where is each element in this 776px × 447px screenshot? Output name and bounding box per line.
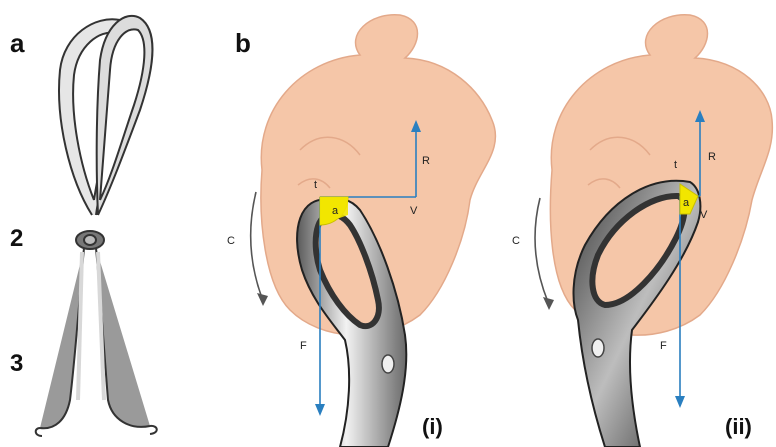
case-ii-diagram: t a R V C F (ii) bbox=[512, 15, 772, 447]
label-a-ii: a bbox=[683, 197, 690, 209]
rotation-arrowhead-C-ii bbox=[543, 297, 554, 310]
panel-a-letter: a bbox=[10, 28, 25, 58]
part-number-3: 3 bbox=[10, 350, 23, 377]
label-F-ii: F bbox=[660, 340, 667, 352]
label-t-i: t bbox=[314, 179, 317, 191]
case-i-diagram: t a R V C F (i) bbox=[227, 15, 495, 447]
label-V-i: V bbox=[410, 205, 418, 217]
label-R-ii: R bbox=[708, 151, 716, 163]
panel-b-letter: b bbox=[235, 28, 251, 58]
blade-hole-i bbox=[382, 355, 394, 373]
force-arrowhead-F-i bbox=[315, 404, 325, 416]
label-C-ii: C bbox=[512, 235, 520, 247]
rotation-arrowhead-C-i bbox=[257, 293, 268, 306]
label-F-i: F bbox=[300, 340, 307, 352]
label-t-ii: t bbox=[674, 159, 677, 171]
label-C-i: C bbox=[227, 235, 235, 247]
label-V-ii: V bbox=[700, 209, 708, 221]
force-arrowhead-F-ii bbox=[675, 396, 685, 408]
case-label-ii: (ii) bbox=[725, 414, 752, 439]
part-number-2: 2 bbox=[10, 225, 23, 252]
forceps-illustration bbox=[36, 16, 157, 436]
blade-hole-ii bbox=[592, 339, 604, 357]
label-a-i: a bbox=[332, 205, 339, 217]
label-R-i: R bbox=[422, 155, 430, 167]
case-label-i: (i) bbox=[422, 414, 443, 439]
rotation-arc-C-ii bbox=[535, 198, 548, 302]
